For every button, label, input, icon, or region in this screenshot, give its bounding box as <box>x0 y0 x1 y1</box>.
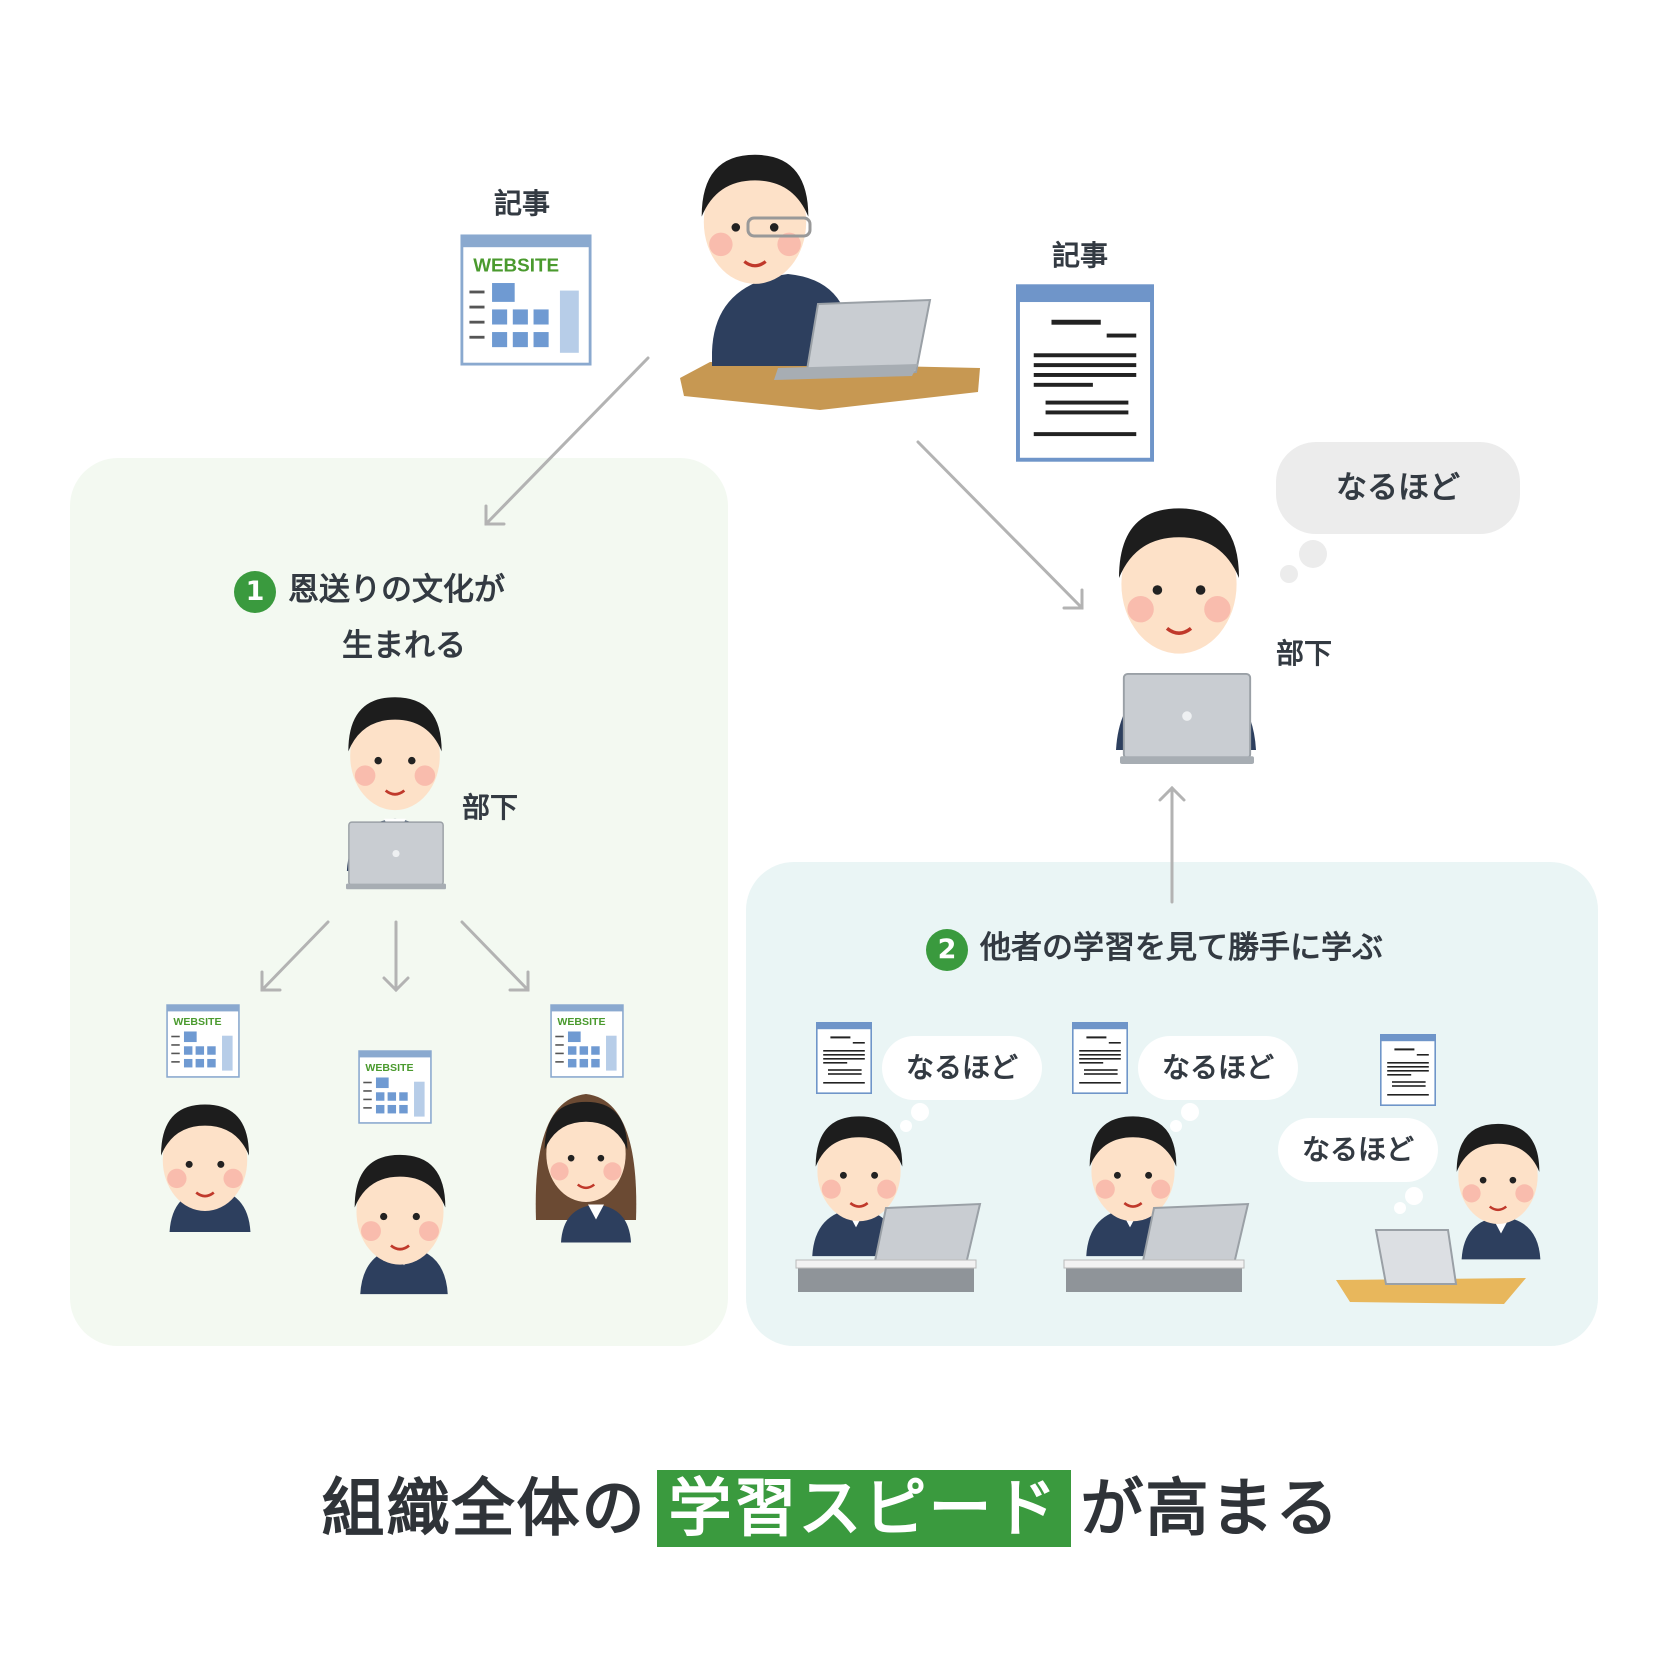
section1-title-line1: 恩送りの文化が <box>288 572 505 608</box>
subordinate-speech-bubble: なるほど <box>1276 442 1520 534</box>
website-article-icon <box>460 234 592 366</box>
conclusion-after: が高まる <box>1080 1472 1341 1545</box>
section1-subordinate-illustration <box>346 695 446 891</box>
peer-3 <box>1336 1034 1541 1304</box>
text-article-icon <box>1018 286 1152 459</box>
peer1-speech-bubble: なるほど <box>882 1036 1042 1100</box>
thought-dots <box>1280 540 1327 583</box>
section2-number-badge: 2 <box>926 928 968 971</box>
member-right <box>535 1004 637 1243</box>
article-label-left: 記事 <box>494 187 551 220</box>
arrow-subordinate-to-center-member <box>382 920 410 993</box>
peer-1 <box>795 1022 982 1292</box>
conclusion-before: 組織全体の <box>321 1472 647 1545</box>
arrow-peers-to-subordinate <box>1158 785 1186 904</box>
peer3-speech-bubble: なるほど <box>1278 1118 1438 1182</box>
subordinate-label: 部下 <box>1276 637 1333 670</box>
peer2-speech-bubble: なるほど <box>1138 1036 1298 1100</box>
section1-title-line2: 生まれる <box>342 628 466 664</box>
peer2-bubble-text: なるほど <box>1161 1051 1274 1084</box>
section1-subordinate-label: 部下 <box>462 791 519 824</box>
arrow-subordinate-to-left-member <box>260 920 330 992</box>
boss-illustration <box>680 153 980 410</box>
peer3-bubble-text: なるほど <box>1301 1133 1414 1166</box>
section1-number-badge: 1 <box>234 570 276 613</box>
article-label-right: 記事 <box>1052 239 1109 272</box>
conclusion-heading: 組織全体の学習スピードが高まる <box>0 1458 1662 1549</box>
peer-2 <box>1063 1022 1250 1292</box>
conclusion-highlight: 学習スピード <box>656 1470 1071 1547</box>
subordinate-illustration <box>1116 506 1256 765</box>
section1-title: 1 恩送りの文化が <box>234 564 505 613</box>
member-left <box>159 1004 251 1232</box>
section2-thought-dots <box>900 1103 1423 1214</box>
subordinate-bubble-text: なるほど <box>1336 470 1460 506</box>
arrow-boss-to-subordinate <box>916 440 1084 610</box>
member-center <box>353 1050 448 1295</box>
arrow-subordinate-to-right-member <box>460 920 530 992</box>
arrow-boss-to-section1 <box>484 356 650 526</box>
peer1-bubble-text: なるほど <box>905 1051 1018 1084</box>
section2-title-text: 他者の学習を見て勝手に学ぶ <box>980 930 1383 966</box>
section2-title: 2 他者の学習を見て勝手に学ぶ <box>926 922 1383 971</box>
